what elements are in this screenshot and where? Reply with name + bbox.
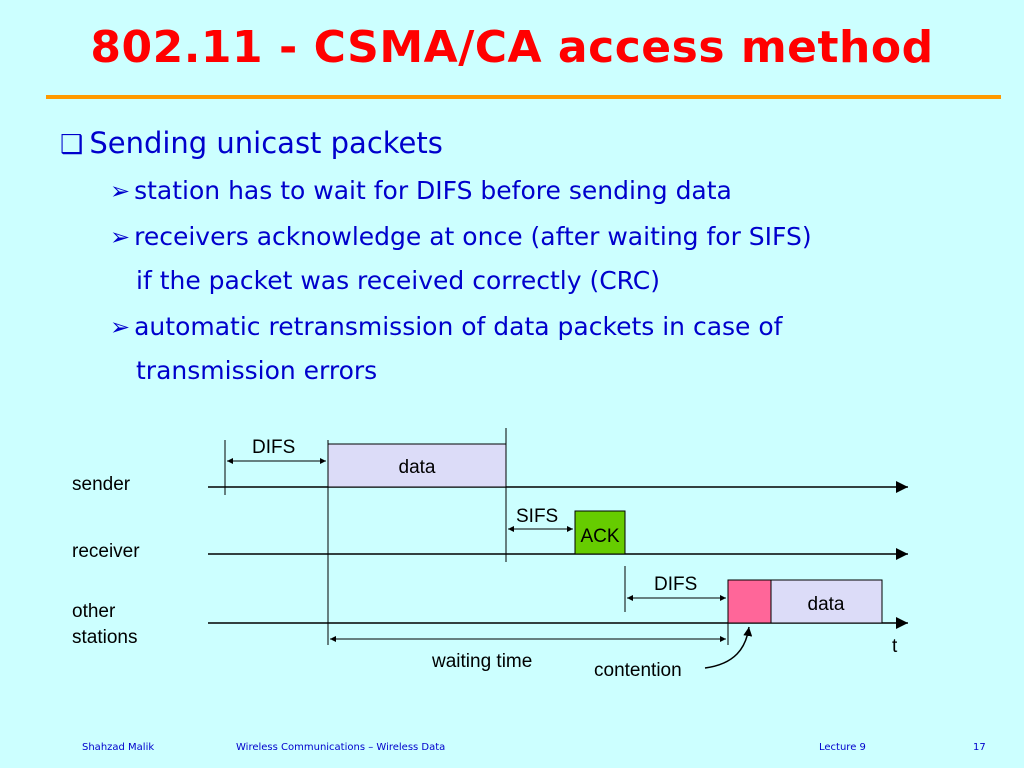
ack-label: ACK xyxy=(580,526,619,547)
checkbox-square-icon: ❑ xyxy=(60,130,84,160)
row-label-receiver: receiver xyxy=(72,541,140,562)
other-data-label: data xyxy=(808,594,845,615)
sub-bullet-3-text: automatic retransmission of data packets… xyxy=(134,312,783,341)
contention-window xyxy=(727,579,772,624)
row-label-sender: sender xyxy=(72,474,131,495)
sub-bullet-3-cont: transmission errors xyxy=(136,356,378,385)
sender-data-frame xyxy=(327,443,507,488)
ack-frame xyxy=(574,510,626,555)
footer-page-number: 17 xyxy=(973,742,986,753)
sender-data-label: data xyxy=(399,457,436,478)
sub-bullet-2: ➢receivers acknowledge at once (after wa… xyxy=(110,222,812,251)
arrowhead-icon: ➢ xyxy=(110,313,131,341)
arrowhead-icon: ➢ xyxy=(110,223,131,251)
arrowhead-icon: ➢ xyxy=(110,177,131,205)
sifs-label: SIFS xyxy=(516,506,558,527)
footer-lecture: Lecture 9 xyxy=(819,742,866,753)
row-label-other-2: stations xyxy=(72,627,137,648)
difs-top-label: DIFS xyxy=(252,437,295,458)
footer-course: Wireless Communications – Wireless Data xyxy=(236,742,446,753)
waiting-time-label: waiting time xyxy=(431,651,532,672)
contention-label: contention xyxy=(594,660,682,681)
contention-pointer-arrow xyxy=(704,626,753,669)
row-label-other-1: other xyxy=(72,601,116,622)
bullet-main-text: Sending unicast packets xyxy=(89,126,443,160)
footer-author: Shahzad Malik xyxy=(82,742,155,753)
sub-bullet-3: ➢automatic retransmission of data packet… xyxy=(110,312,782,341)
sub-bullet-1-text: station has to wait for DIFS before send… xyxy=(134,176,732,205)
difs-bottom-label: DIFS xyxy=(654,574,697,595)
other-data-frame xyxy=(770,579,883,624)
bullet-main: ❑Sending unicast packets xyxy=(60,126,443,160)
slide-title: 802.11 - CSMA/CA access method xyxy=(90,22,934,73)
sub-bullet-1: ➢station has to wait for DIFS before sen… xyxy=(110,176,732,205)
sub-bullet-2-cont: if the packet was received correctly (CR… xyxy=(136,266,660,295)
sub-bullet-2-text: receivers acknowledge at once (after wai… xyxy=(134,222,812,251)
time-axis-label: t xyxy=(892,636,898,657)
title-divider xyxy=(46,95,1001,99)
